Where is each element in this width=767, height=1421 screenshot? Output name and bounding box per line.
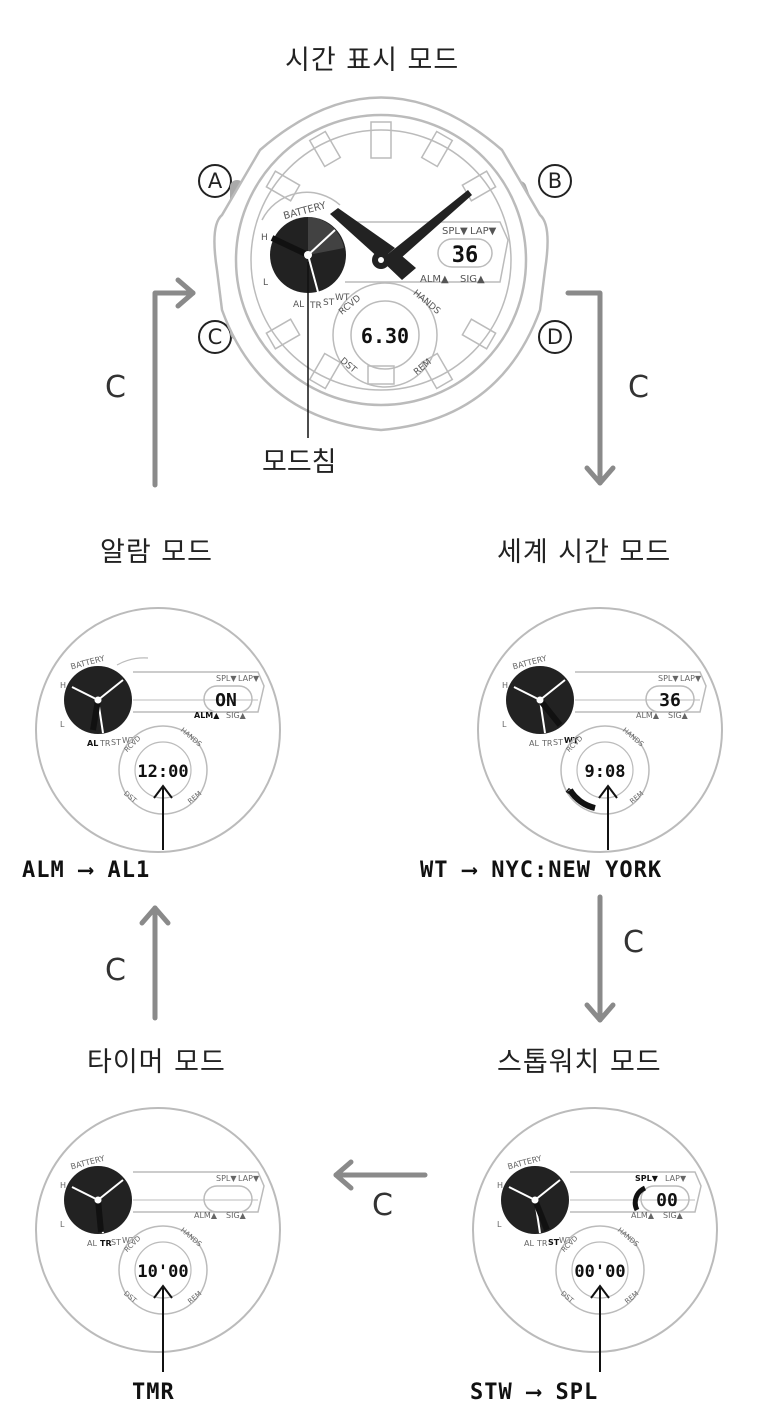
world-time-watch: 36 ALM▲ SIG▲ SPL▼ LAP▼ BATTERY H L AL TR…: [477, 607, 723, 853]
transition-label-bottom: C: [372, 1188, 393, 1223]
alarm-h-label: H: [60, 681, 66, 690]
timer-l-label: L: [60, 1220, 65, 1229]
stopwatch-st-label: ST: [548, 1238, 560, 1247]
stopwatch-spl-label: SPL▼: [635, 1174, 659, 1183]
world-h-label: H: [502, 681, 508, 690]
timer-spl-label: SPL▼: [216, 1174, 237, 1183]
timer-wt-label: WT: [122, 1236, 135, 1245]
main-lcd-bottom: 6.30: [361, 324, 409, 348]
transition-label-left-mid: C: [105, 953, 126, 988]
main-h-label: H: [261, 233, 268, 243]
alarm-caption: ALM ⟶ AL1: [22, 858, 151, 883]
transition-label-right-mid: C: [623, 925, 644, 960]
stopwatch-al-label: AL: [524, 1239, 534, 1248]
main-sig-label: SIG▲: [460, 274, 485, 285]
stopwatch-h-label: H: [497, 1181, 503, 1190]
stopwatch-alm-label: ALM▲: [631, 1211, 655, 1220]
mode-hand-label: 모드침: [262, 447, 337, 478]
alarm-l-label: L: [60, 720, 65, 729]
world-spl-label: SPL▼: [658, 674, 679, 683]
timer-h-label: H: [60, 1181, 66, 1190]
world-st-label: ST: [553, 738, 563, 747]
stopwatch-tr-label: TR: [536, 1239, 548, 1248]
main-lap-label: LAP▼: [470, 226, 497, 237]
title-stopwatch: 스톱워치 모드: [497, 1047, 662, 1078]
transition-label-left-top: C: [105, 370, 126, 405]
title-world-time: 세계 시간 모드: [497, 537, 672, 568]
world-lcd-bottom: 9:08: [585, 762, 626, 782]
main-tr-label: TR: [309, 301, 322, 311]
timer-caption: TMR: [132, 1380, 175, 1405]
world-l-label: L: [502, 720, 507, 729]
alarm-al-label: AL: [87, 739, 98, 748]
stopwatch-watch: 00 ALM▲ SIG▲ SPL▼ LAP▼ BATTERY H L AL TR…: [472, 1107, 718, 1372]
alarm-spl-label: SPL▼: [216, 674, 237, 683]
hour-hand: [330, 208, 395, 260]
alarm-lcd-top: ON: [215, 690, 237, 711]
button-c-label: C: [198, 320, 232, 354]
main-al-label: AL: [293, 300, 304, 310]
timer-lap-label: LAP▼: [238, 1174, 260, 1183]
stopwatch-lcd-top: 00: [656, 1190, 678, 1211]
main-wt-label: WT: [335, 293, 350, 303]
main-l-label: L: [263, 278, 268, 288]
stopwatch-lap-label: LAP▼: [665, 1174, 687, 1183]
world-caption: WT ⟶ NYC:NEW YORK: [420, 858, 663, 883]
timer-sig-label: SIG▲: [226, 1211, 247, 1220]
stopwatch-sig-label: SIG▲: [663, 1211, 684, 1220]
world-lap-label: LAP▼: [680, 674, 702, 683]
stopwatch-l-label: L: [497, 1220, 502, 1229]
title-timer: 타이머 모드: [87, 1047, 226, 1078]
main-lcd-top: 36: [452, 243, 479, 268]
button-d-label: D: [538, 320, 572, 354]
world-sig-label: SIG▲: [668, 711, 689, 720]
timer-al-label: AL: [87, 1239, 97, 1248]
alarm-watch: ON ALM▲ SIG▲ SPL▼ LAP▼ BATTERY H L AL TR…: [35, 607, 281, 853]
timer-tr-label: TR: [100, 1239, 112, 1248]
timer-lcd-bottom: 10'00: [137, 1262, 188, 1282]
main-mode-subdial: [270, 217, 346, 293]
alarm-tr-label: TR: [99, 739, 111, 748]
stopwatch-wt-label: WT: [559, 1236, 572, 1245]
world-tr-label: TR: [541, 739, 553, 748]
world-lcd-top: 36: [659, 690, 681, 711]
world-alm-label: ALM▲: [636, 711, 660, 720]
flow-arrows: [139, 277, 616, 1191]
title-alarm: 알람 모드: [100, 537, 213, 568]
main-spl-label: SPL▼: [442, 226, 468, 237]
main-watch: 36 SPL▼ LAP▼ ALM▲ SIG▲ 6.30 RCVD HANDS D…: [213, 96, 549, 438]
main-alm-label: ALM▲: [420, 274, 449, 285]
minute-hand: [378, 190, 472, 266]
alarm-lcd-bottom: 12:00: [137, 762, 188, 782]
button-a-label: A: [198, 164, 232, 198]
button-b-label: B: [538, 164, 572, 198]
stopwatch-caption: STW ⟶ SPL: [470, 1380, 599, 1405]
timer-watch: ALM▲ SIG▲ SPL▼ LAP▼ BATTERY H L AL TR ST…: [35, 1107, 281, 1372]
alarm-sig-label: SIG▲: [226, 711, 247, 720]
alarm-alm-label: ALM▲: [194, 711, 220, 720]
alarm-lap-label: LAP▼: [238, 674, 260, 683]
title-timekeeping: 시간 표시 모드: [285, 45, 460, 76]
alarm-wt-label: WT: [122, 736, 135, 745]
timer-st-label: ST: [111, 1238, 121, 1247]
main-st-label: ST: [323, 298, 335, 308]
transition-label-right-top: C: [628, 370, 649, 405]
stopwatch-lcd-bottom: 00'00: [574, 1262, 625, 1282]
world-al-label: AL: [529, 739, 539, 748]
timer-alm-label: ALM▲: [194, 1211, 218, 1220]
alarm-st-label: ST: [111, 738, 121, 747]
